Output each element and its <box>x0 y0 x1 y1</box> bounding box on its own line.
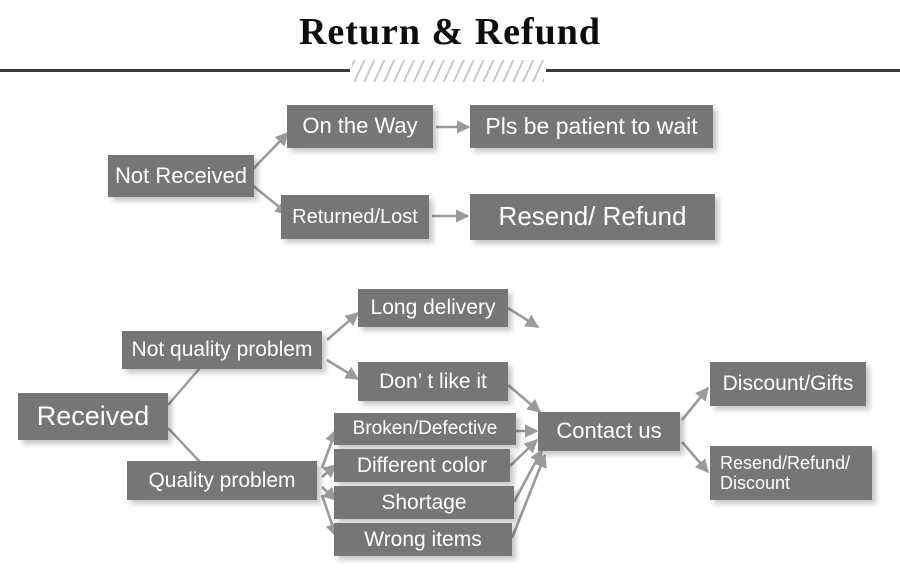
page-title: Return & Refund <box>298 11 602 53</box>
node-resend-refund-discount[interactable]: Resend/Refund/ Discount <box>710 446 872 500</box>
node-resend-refund[interactable]: Resend/ Refund <box>470 194 715 240</box>
divider-line-right <box>546 69 900 72</box>
node-different-color[interactable]: Different color <box>334 449 510 482</box>
node-returned-lost[interactable]: Returned/Lost <box>281 195 429 239</box>
divider-line-left <box>0 69 350 72</box>
node-dont-like-it[interactable]: Don’ t like it <box>358 362 508 401</box>
node-on-the-way[interactable]: On the Way <box>287 105 433 148</box>
node-broken-defective[interactable]: Broken/Defective <box>334 413 516 445</box>
node-discount-gifts[interactable]: Discount/Gifts <box>710 362 866 406</box>
node-wrong-items[interactable]: Wrong items <box>334 523 512 556</box>
node-contact-us[interactable]: Contact us <box>538 412 680 451</box>
node-shortage[interactable]: Shortage <box>334 486 514 519</box>
node-long-delivery[interactable]: Long delivery <box>358 289 508 327</box>
node-quality-problem[interactable]: Quality problem <box>127 461 317 500</box>
node-not-received[interactable]: Not Received <box>108 155 254 197</box>
node-received[interactable]: Received <box>18 393 168 440</box>
node-pls-be-patient-to-wait[interactable]: Pls be patient to wait <box>470 105 713 148</box>
node-not-quality-problem[interactable]: Not quality problem <box>122 331 322 369</box>
hatched-divider-ornament <box>352 60 544 82</box>
